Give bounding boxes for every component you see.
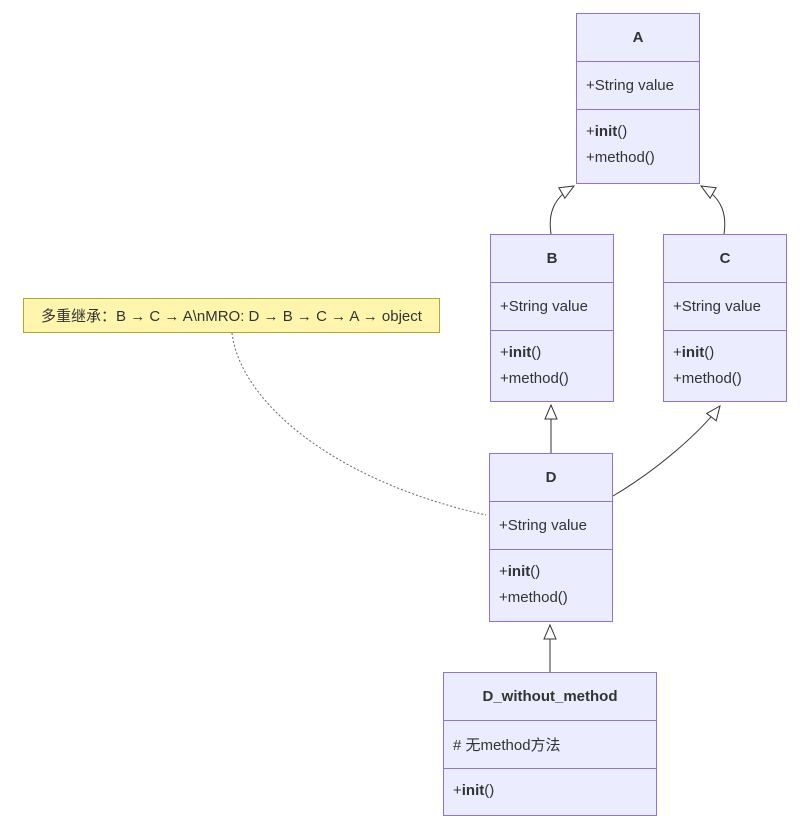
- class-attribute: +String value: [664, 283, 786, 331]
- class-method: +method(): [673, 370, 742, 387]
- class-methods: +init() +method(): [577, 110, 699, 183]
- class-attribute: +String value: [490, 502, 612, 550]
- class-box-d: D +String value +init() +method(): [489, 453, 613, 622]
- class-methods: +init() +method(): [664, 331, 786, 401]
- class-box-c: C +String value +init() +method(): [663, 234, 787, 402]
- class-title: B: [491, 235, 613, 283]
- edge-d-inherits-c: [612, 406, 720, 497]
- class-attribute: # 无method方法: [444, 721, 656, 769]
- class-method: +method(): [499, 589, 568, 606]
- class-method: +method(): [500, 370, 569, 387]
- class-methods: +init() +method(): [490, 550, 612, 621]
- class-title: D: [490, 454, 612, 502]
- edge-b-inherits-a: [549, 186, 574, 235]
- class-method: +init(): [453, 782, 495, 799]
- class-title: C: [664, 235, 786, 283]
- class-attribute: +String value: [577, 62, 699, 110]
- class-box-a: A +String value +init() +method(): [576, 13, 700, 184]
- class-methods: +init(): [444, 769, 656, 815]
- class-title: D_without_method: [444, 673, 656, 721]
- class-method: +init(): [673, 344, 715, 361]
- class-method: +init(): [499, 563, 541, 580]
- class-method: +init(): [586, 123, 628, 140]
- class-box-b: B +String value +init() +method(): [490, 234, 614, 402]
- class-title: A: [577, 14, 699, 62]
- mro-note: 多重继承：B → C → A\nMRO: D → B → C → A → obj…: [23, 298, 440, 333]
- class-attribute: +String value: [491, 283, 613, 331]
- class-method: +method(): [586, 149, 655, 166]
- class-method: +init(): [500, 344, 542, 361]
- edge-c-inherits-a: [701, 186, 726, 235]
- class-box-d-without-method: D_without_method # 无method方法 +init(): [443, 672, 657, 816]
- class-methods: +init() +method(): [491, 331, 613, 401]
- edge-note-to-d: [231, 332, 487, 516]
